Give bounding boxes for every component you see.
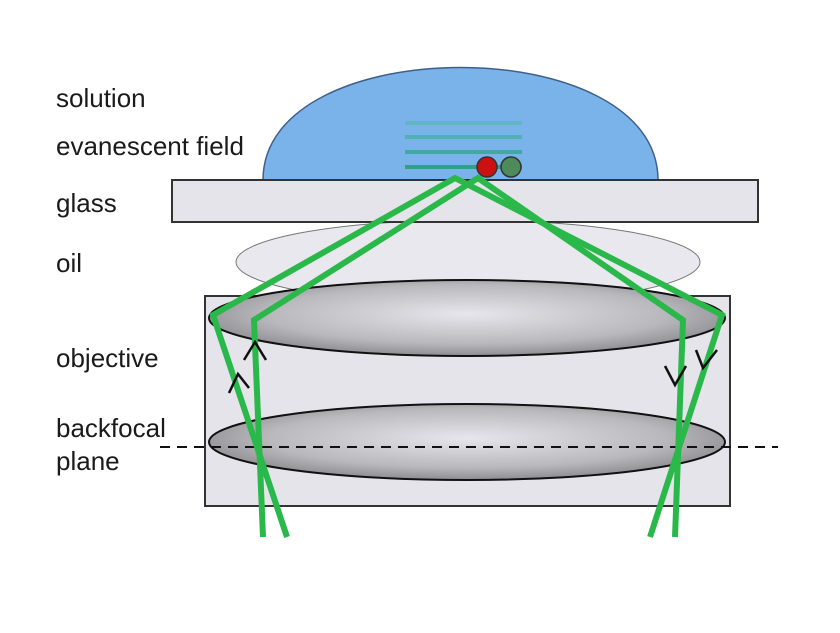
fluorophore-red <box>476 156 498 178</box>
label-glass: glass <box>56 188 117 218</box>
arrow-down-icon <box>663 365 688 388</box>
label-oil: oil <box>56 248 82 278</box>
ray-outer <box>209 174 726 538</box>
arrow-up-icon <box>227 371 250 394</box>
label-plane: plane <box>56 446 120 476</box>
label-evanescent-field: evanescent field <box>56 131 244 161</box>
objective-lower-lens <box>208 403 726 481</box>
label-solution: solution <box>56 83 146 113</box>
fluorophore-green <box>500 156 522 178</box>
arrow-down-icon <box>694 349 718 371</box>
label-backfocal: backfocal <box>56 413 166 443</box>
label-objective: objective <box>56 343 159 373</box>
ray-inner <box>250 174 687 538</box>
arrow-up-icon <box>242 339 268 361</box>
excitation-rays <box>209 174 726 538</box>
objective-upper-lens <box>208 279 726 357</box>
